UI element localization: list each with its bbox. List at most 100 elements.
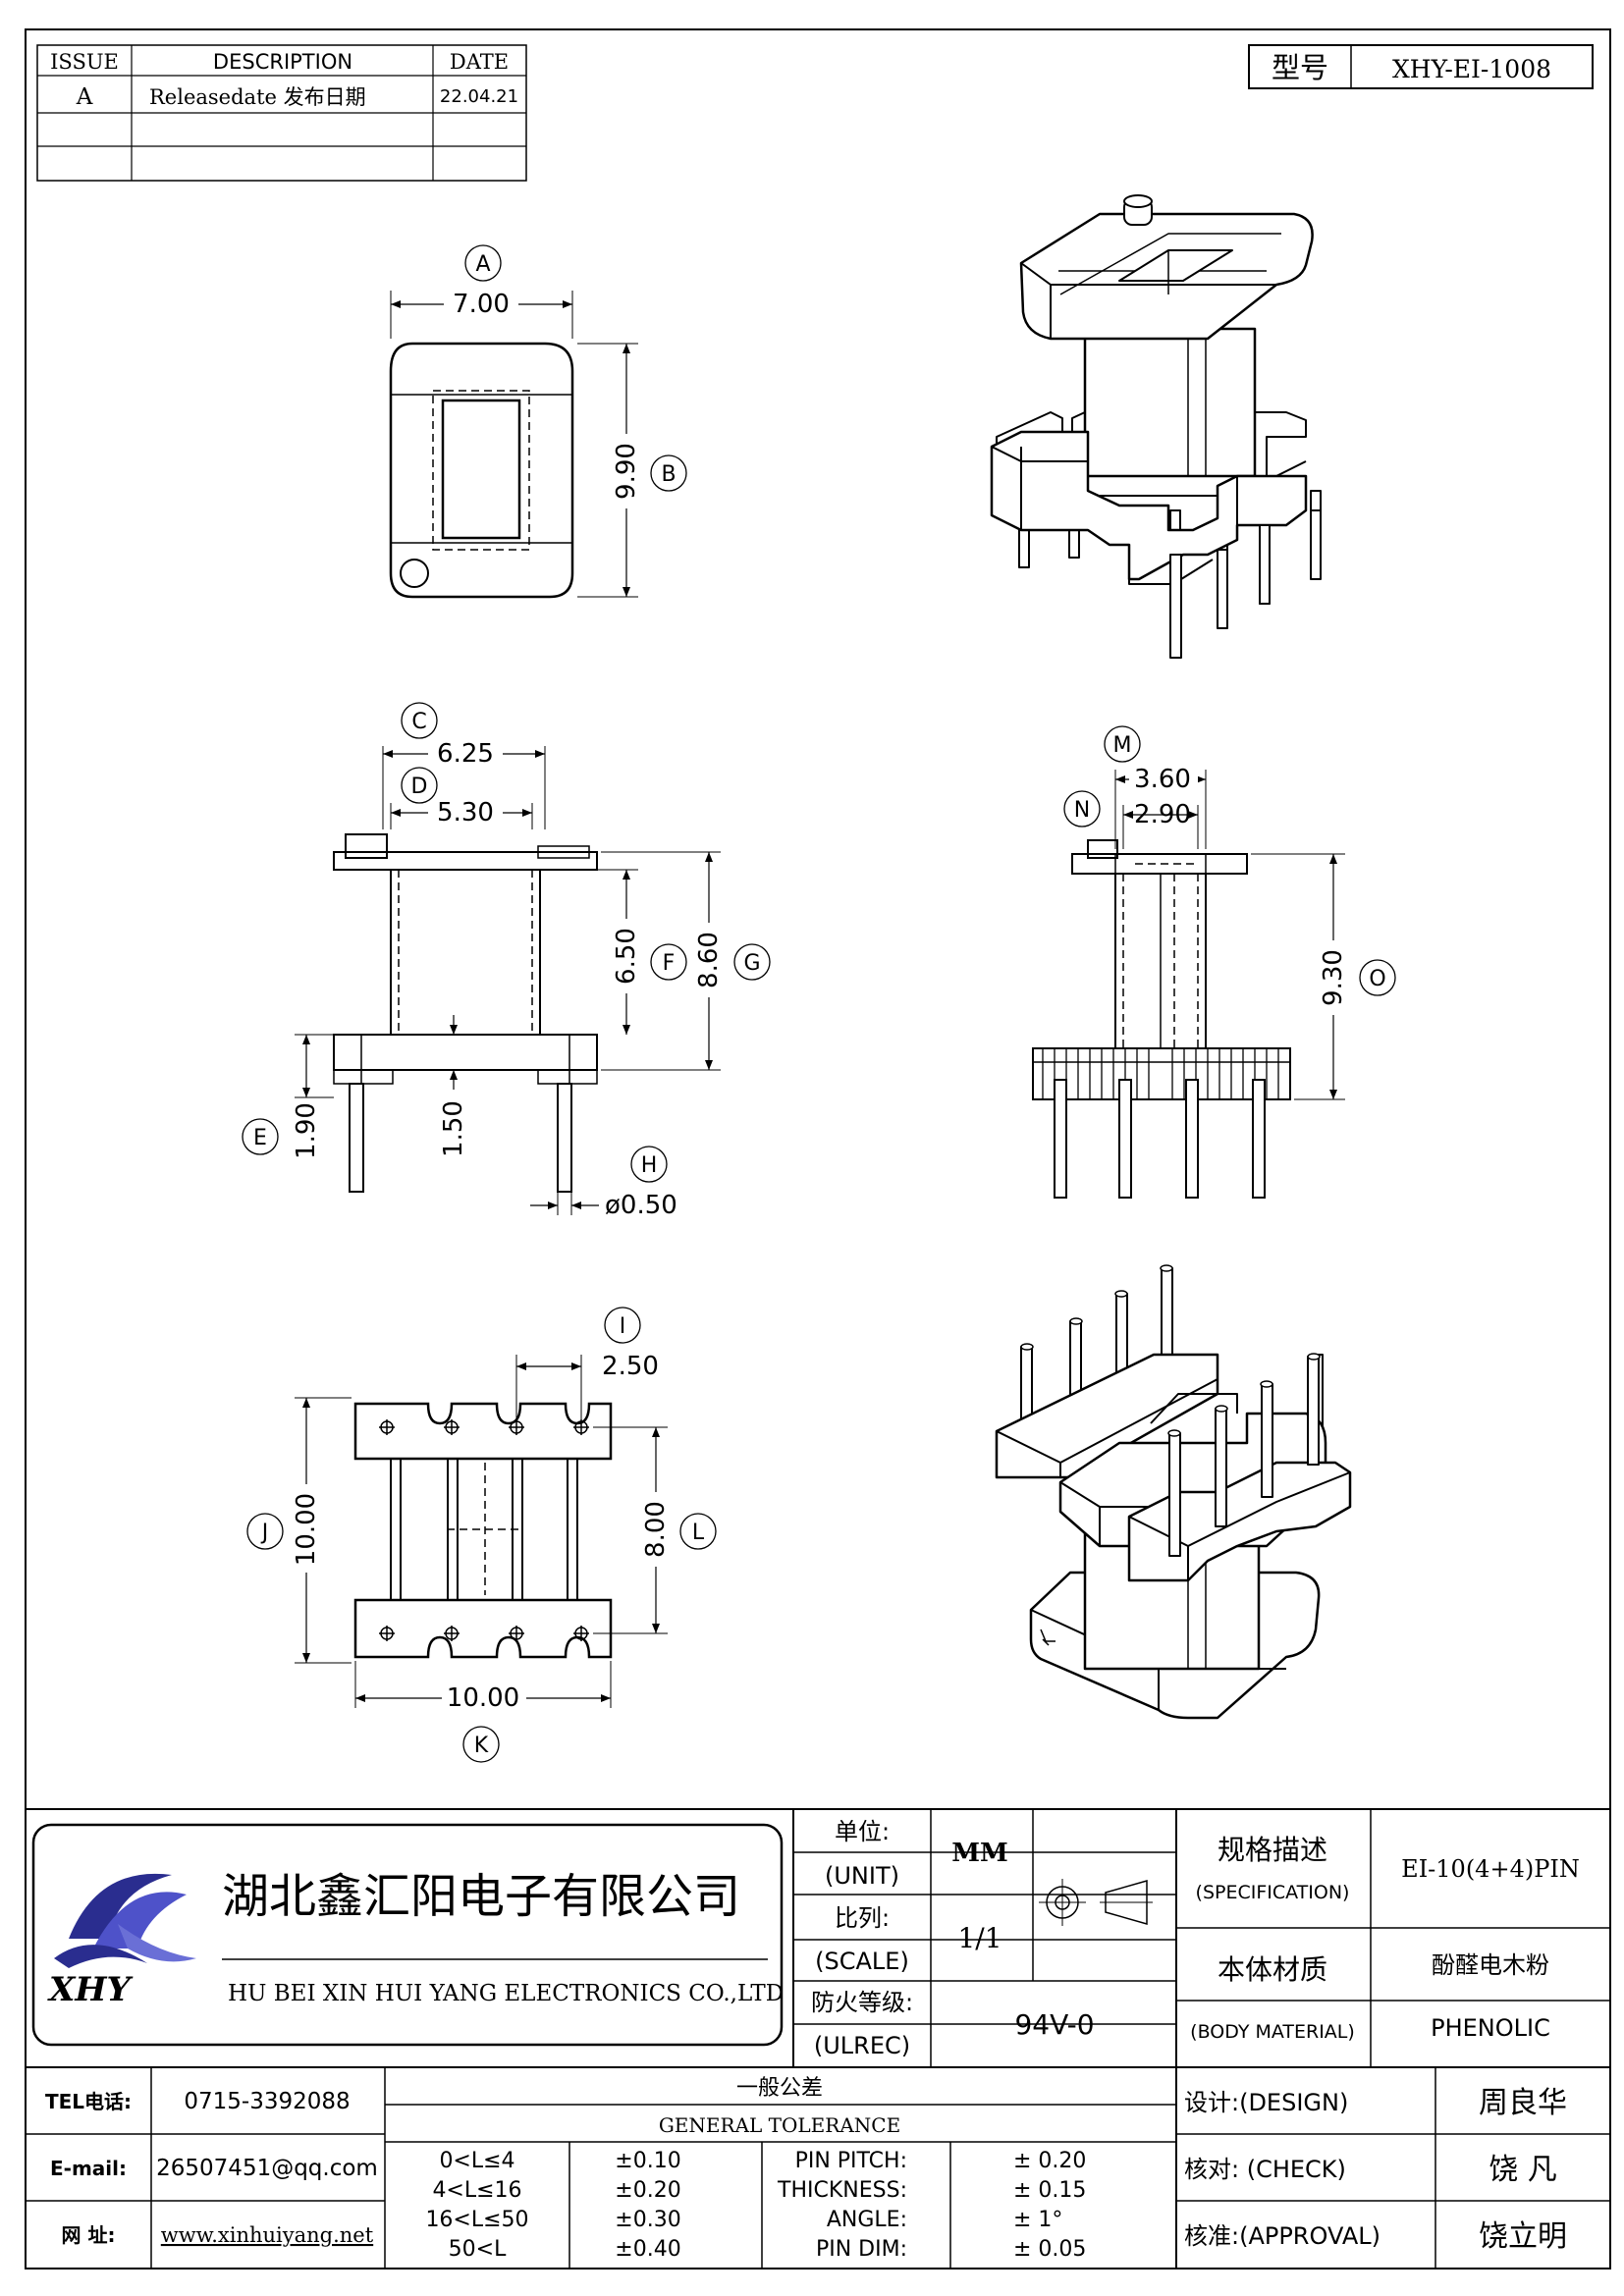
web-link[interactable]: www.xinhuiyang.net bbox=[161, 2223, 374, 2247]
tolerance-param-value-2: ± 0.15 bbox=[1013, 2178, 1086, 2203]
scale-label-en: (SCALE) bbox=[815, 1948, 909, 1975]
dim-k-value: 10.00 bbox=[447, 1683, 519, 1713]
dim-f-value: 6.50 bbox=[612, 928, 641, 985]
tolerance-range-3: 16<L≤50 bbox=[425, 2208, 528, 2232]
tolerance-range-value-4: ±0.40 bbox=[615, 2237, 680, 2262]
dim-c-value: 6.25 bbox=[437, 739, 494, 769]
material-label-en: (BODY MATERIAL) bbox=[1190, 2021, 1355, 2043]
model-box: 型号 XHY-EI-1008 bbox=[1248, 44, 1594, 89]
email-value: 26507451@qq.com bbox=[156, 2156, 378, 2181]
dim-e-label: E bbox=[253, 1126, 267, 1150]
tolerance-range-4: 50<L bbox=[449, 2237, 507, 2262]
title-block: XHY 湖北鑫汇阳电子有限公司 HU BEI XIN HUI YANG ELEC… bbox=[26, 1808, 1610, 2068]
tolerance-range-2: 4<L≤16 bbox=[432, 2178, 521, 2203]
bottom-view: 2.50 I 10.00 J 8.00 L 10.00 K bbox=[246, 1307, 717, 1763]
top-view: 7.00 A 9.90 B bbox=[389, 244, 687, 599]
company-name-cn: 湖北鑫汇阳电子有限公司 bbox=[222, 1869, 740, 1924]
dim-d-label: D bbox=[411, 774, 428, 799]
dim-n-label: N bbox=[1074, 798, 1090, 823]
spec-value: EI-10(4+4)PIN bbox=[1401, 1855, 1580, 1883]
scale-label-cn: 比列: bbox=[835, 1904, 890, 1932]
dim-o-value: 9.30 bbox=[1319, 949, 1348, 1006]
tolerance-param-4: PIN DIM: bbox=[816, 2237, 907, 2262]
tolerance-param-value-4: ± 0.05 bbox=[1013, 2237, 1086, 2262]
isometric-view-top bbox=[990, 194, 1322, 659]
tel-label: TEL电话: bbox=[45, 2090, 132, 2113]
dim-k-label: K bbox=[474, 1734, 489, 1758]
tolerance-param-1: PIN PITCH: bbox=[795, 2149, 907, 2173]
dim-o-label: O bbox=[1369, 967, 1385, 991]
rev-description: Releasedate 发布日期 bbox=[149, 85, 366, 109]
model-number: XHY-EI-1008 bbox=[1392, 55, 1551, 83]
side-view: 6.25 C 5.30 D 6.50 F 8.60 G 1.90 E bbox=[242, 702, 771, 1220]
dim-l-label: L bbox=[692, 1521, 705, 1545]
logo-text: XHY bbox=[47, 1970, 134, 2009]
tolerance-title-cn: 一般公差 bbox=[736, 2076, 823, 2101]
dim-1-50-value: 1.50 bbox=[439, 1100, 468, 1157]
dim-j-value: 10.00 bbox=[292, 1493, 321, 1566]
rev-header-issue: ISSUE bbox=[50, 50, 119, 74]
dim-n-value: 2.90 bbox=[1134, 800, 1191, 829]
scale-value: 1/1 bbox=[957, 1922, 1001, 1954]
web-label: 网 址: bbox=[62, 2223, 116, 2247]
dim-c-label: C bbox=[411, 710, 426, 734]
tolerance-param-2: THICKNESS: bbox=[777, 2178, 907, 2203]
xhy-logo-icon: XHY bbox=[47, 1873, 196, 2009]
front-view: 3.60 M 2.90 N 9.30 O bbox=[1032, 725, 1396, 1199]
tolerance-param-value-1: ± 0.20 bbox=[1013, 2149, 1086, 2173]
unit-label-en: (UNIT) bbox=[825, 1862, 899, 1890]
material-value-en: PHENOLIC bbox=[1431, 2014, 1550, 2042]
rev-issue: A bbox=[76, 84, 93, 110]
fire-rating-label-en: (ULREC) bbox=[814, 2032, 910, 2059]
tolerance-title-en: GENERAL TOLERANCE bbox=[659, 2113, 900, 2137]
dim-d-value: 5.30 bbox=[437, 798, 494, 828]
bottom-block: TEL电话: 0715-3392088 E-mail: 26507451@qq.… bbox=[26, 2067, 1610, 2269]
dim-e-value: 1.90 bbox=[292, 1102, 321, 1159]
dim-a-value: 7.00 bbox=[453, 290, 510, 319]
dim-m-label: M bbox=[1113, 733, 1132, 758]
dim-j-label: J bbox=[260, 1521, 269, 1545]
dim-l-value: 8.00 bbox=[641, 1501, 671, 1558]
spec-label-cn: 规格描述 bbox=[1218, 1834, 1327, 1866]
isometric-view-bottom bbox=[995, 1264, 1352, 1720]
tolerance-range-value-2: ±0.20 bbox=[615, 2178, 680, 2203]
tolerance-param-3: ANGLE: bbox=[827, 2208, 907, 2232]
model-label: 型号 bbox=[1272, 51, 1328, 84]
fire-rating-value: 94V-0 bbox=[1014, 2008, 1094, 2041]
rev-date: 22.04.21 bbox=[440, 86, 518, 107]
unit-label-cn: 单位: bbox=[835, 1818, 890, 1845]
material-label-cn: 本体材质 bbox=[1218, 1953, 1327, 1986]
rev-header-description: DESCRIPTION bbox=[213, 50, 352, 74]
fire-rating-label-cn: 防火等级: bbox=[811, 1989, 913, 2016]
tolerance-range-1: 0<L≤4 bbox=[439, 2149, 514, 2173]
dim-i-value: 2.50 bbox=[602, 1352, 659, 1381]
tolerance-range-value-3: ±0.30 bbox=[615, 2208, 680, 2232]
unit-value: MM bbox=[951, 1839, 1008, 1868]
dim-h-value: ø0.50 bbox=[605, 1191, 677, 1220]
dim-a-label: A bbox=[475, 252, 490, 277]
revision-table: ISSUE DESCRIPTION DATE A Releasedate 发布日… bbox=[36, 44, 527, 182]
approval-name: 饶立明 bbox=[1479, 2219, 1567, 2254]
projection-symbol-icon bbox=[1039, 1879, 1153, 1926]
design-label: 设计:(DESIGN) bbox=[1184, 2089, 1348, 2116]
tolerance-range-value-1: ±0.10 bbox=[615, 2149, 680, 2173]
check-label: 核对: (CHECK) bbox=[1184, 2156, 1346, 2183]
dim-b-value: 9.90 bbox=[612, 443, 641, 500]
dim-b-label: B bbox=[661, 462, 676, 487]
sheet-border bbox=[25, 28, 1611, 2269]
company-name-en: HU BEI XIN HUI YANG ELECTRONICS CO.,LTD bbox=[228, 1981, 784, 2006]
tolerance-param-value-3: ± 1° bbox=[1013, 2208, 1062, 2232]
approval-label: 核准:(APPROVAL) bbox=[1184, 2222, 1380, 2250]
check-name: 饶 凡 bbox=[1489, 2153, 1557, 2187]
spec-label-en: (SPECIFICATION) bbox=[1196, 1882, 1350, 1903]
design-name: 周良华 bbox=[1479, 2086, 1567, 2120]
dim-m-value: 3.60 bbox=[1134, 765, 1191, 794]
tel-value: 0715-3392088 bbox=[184, 2089, 350, 2114]
email-label: E-mail: bbox=[50, 2157, 127, 2180]
rev-header-date: DATE bbox=[450, 50, 509, 74]
material-value-cn: 酚醛电木粉 bbox=[1432, 1951, 1549, 1979]
company-panel bbox=[31, 1823, 784, 2047]
dim-f-label: F bbox=[663, 951, 676, 976]
dim-g-value: 8.60 bbox=[694, 932, 724, 988]
